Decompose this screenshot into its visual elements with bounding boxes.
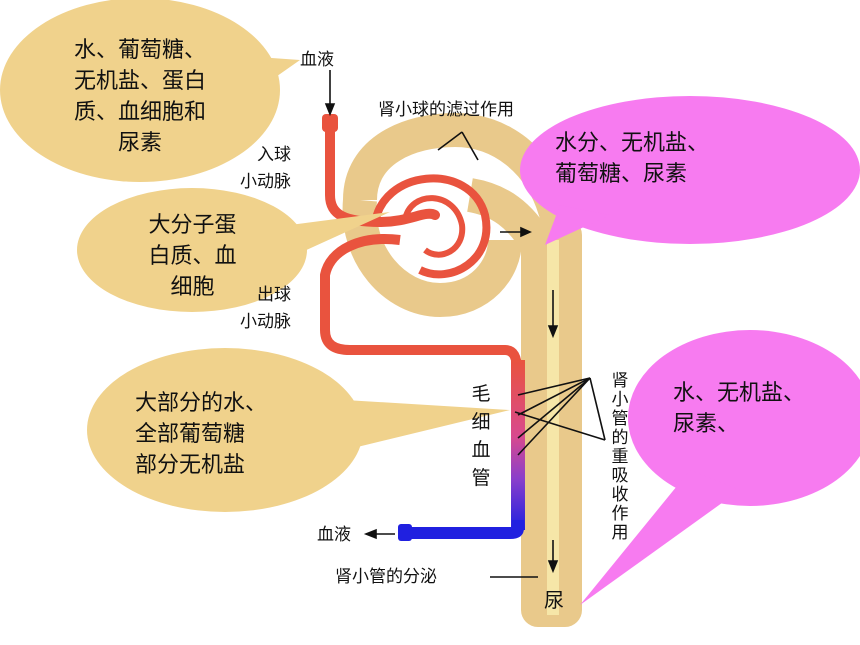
renal-tubule: [342, 113, 582, 627]
label-reabsorption: 肾小管的重吸收作用: [611, 371, 629, 543]
bubble-top-left: [0, 0, 300, 182]
label-urine: 尿: [544, 588, 564, 612]
bubble-line: 部分无机盐: [135, 453, 246, 478]
glomerulus: [371, 174, 491, 279]
bubble-bottom-right: [580, 330, 860, 605]
bubble-line: 水、葡萄糖、: [73, 38, 206, 63]
bubble-bottom-left: [87, 348, 510, 512]
label-afferent-1: 入球: [257, 145, 291, 165]
label-blood-out: 血液: [317, 525, 351, 545]
bubble-top-right-text: 水分、无机盐、 葡萄糖、尿素: [555, 128, 755, 190]
label-filtration: 肾小球的滤过作用: [378, 100, 514, 120]
bubble-mid-left: [77, 188, 390, 312]
label-secretion: 肾小管的分泌: [335, 567, 437, 587]
bubble-line: 葡萄糖、尿素: [555, 162, 688, 187]
bubble-line: 大分子蛋: [148, 213, 237, 238]
bubble-bottom-left-text: 大部分的水、 全部葡萄糖 部分无机盐: [135, 388, 315, 481]
bubble-line: 大部分的水、: [135, 391, 268, 416]
label-efferent-2: 小动脉: [240, 312, 291, 332]
bubble-line: 细胞: [170, 275, 215, 300]
label-capillary: 毛细血管: [471, 383, 491, 489]
bubble-top-left-text: 水、葡萄糖、 无机盐、蛋白 质、血细胞和 尿素: [35, 35, 245, 159]
label-blood-in: 血液: [300, 50, 334, 70]
bubble-bottom-right-text: 水、无机盐、 尿素、: [673, 378, 853, 440]
bubble-line: 水分、无机盐、: [555, 131, 710, 156]
efferent-arteriole: [320, 234, 522, 440]
bubble-line: 尿素、: [673, 412, 740, 437]
bubble-line: 全部葡萄糖: [135, 422, 246, 447]
bubble-top-right: [520, 96, 860, 245]
peritubular-capillary: [398, 360, 525, 541]
bubble-line: 尿素: [117, 131, 162, 156]
flow-arrows: [324, 70, 606, 578]
bubble-line: 无机盐、蛋白: [73, 69, 206, 94]
label-afferent-2: 小动脉: [240, 172, 291, 192]
afferent-arteriole: [322, 114, 440, 228]
bubble-line: 白质、血: [148, 244, 237, 269]
label-efferent-1: 出球: [257, 285, 291, 305]
bubble-line: 水、无机盐、: [673, 381, 806, 406]
bubble-line: 质、血细胞和: [73, 100, 206, 125]
bubble-mid-left-text: 大分子蛋 白质、血 细胞: [120, 210, 265, 303]
